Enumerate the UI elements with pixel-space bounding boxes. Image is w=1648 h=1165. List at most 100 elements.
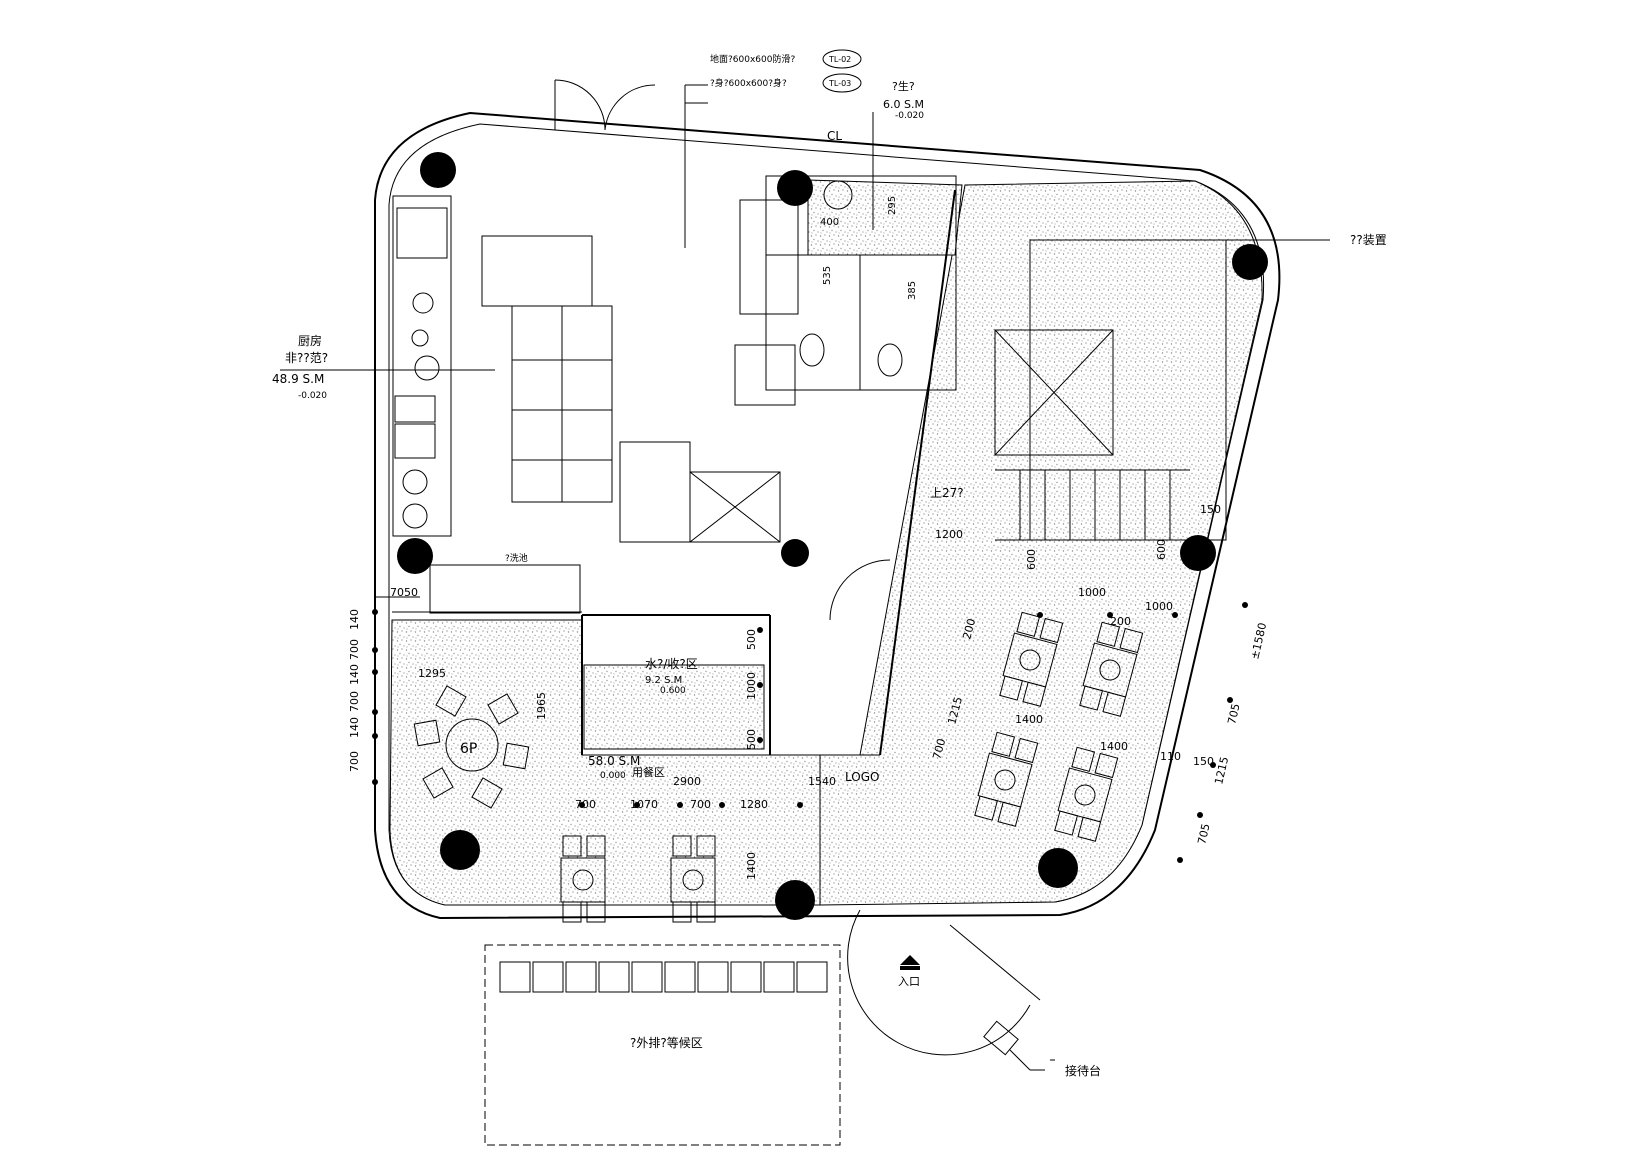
dim-1000: 1000 [745,672,758,700]
reception-label: 接待台 [1065,1063,1101,1078]
dim-1580: ±1580 [1248,621,1269,660]
dim-700: 700 [930,737,948,761]
waiting-seat [532,961,564,993]
dim-700: 700 [348,639,361,660]
dim-1200: 1200 [935,528,963,541]
dim-200: 200 [1110,615,1131,628]
column [781,539,809,567]
dim-500: 500 [745,629,758,650]
waiting-seat [499,961,531,993]
dim-150: 150 [1193,755,1214,768]
dim-1295: 1295 [418,667,446,680]
four-seat-table [1054,746,1119,842]
chair [1071,746,1096,772]
chair [991,731,1016,757]
dimension-markers [372,602,1248,863]
wall-tag-oval [822,73,862,93]
entrance-arrow-icon [900,955,920,965]
chair [974,795,998,821]
dim-700: 700 [690,798,711,811]
waiting-seat [664,961,696,993]
dim-110: 110 [1160,750,1181,763]
dim-400: 400 [820,217,839,228]
dim-1070: 1070 [630,798,658,811]
column [1180,535,1216,571]
table-centre [682,869,704,891]
table-top [1082,642,1138,698]
dim-500: 500 [745,729,758,750]
chair [1096,621,1121,647]
dimension-dot [1242,602,1248,608]
dim-700: 700 [348,691,361,712]
logo-label: LOGO [845,770,879,784]
chair [999,675,1023,701]
dim-705: 705 [1225,702,1242,725]
chair [586,835,606,857]
kitchen-equipment [392,195,799,614]
dim-1000: 1000 [1145,600,1173,613]
dimension-dot [1197,812,1203,818]
chair [1119,627,1144,654]
entry-doors [554,79,1045,1071]
floor-tag: TL-02 [828,55,851,64]
table-centre [994,769,1016,791]
dim-1000: 1000 [1078,586,1106,599]
sink-label: ?洗池 [505,552,528,564]
column [397,538,433,574]
dining-area: 58.0 S.M [588,754,640,768]
stair-label: 上27? [930,486,964,500]
dim-600: 600 [1155,539,1168,560]
kitchen-name: 厨房 [298,333,322,348]
dimension-dot [372,609,378,615]
round-table-label: 6P [460,741,477,757]
waiting-area-label: ?外排?等候区 [630,1036,703,1050]
annotation-notes: 地面?600x600防滑? TL-02 ?身?600x600?身? TL-03 … [710,49,1387,1078]
dim-150: 150 [1200,503,1221,516]
leader-lines [280,84,1330,1061]
four-seat-table [1079,621,1144,717]
dimension-dot [634,802,640,808]
dim-1400: 1400 [1100,740,1128,753]
column [1038,848,1078,888]
dimension-dot [1177,857,1183,863]
dim-140: 140 [348,664,361,685]
table-centre [1099,659,1121,681]
dimension-dot [372,733,378,739]
chair [1079,685,1103,711]
chair [1102,691,1127,717]
toilet-name: ?生? [892,79,915,93]
chair [1094,752,1119,779]
wall-note: ?身?600x600?身? [710,77,787,89]
decor-label: ??装置 [1350,233,1387,247]
dim-385: 385 [907,281,918,300]
column [777,170,813,206]
column [440,830,480,870]
bar-elevation: 0.600 [660,686,686,696]
chair [1054,810,1078,836]
chair [1022,681,1047,707]
table-centre [1074,784,1096,806]
dimension-dot [372,779,378,785]
dim-535: 535 [822,266,833,285]
table-top [1057,767,1113,823]
dim-705: 705 [1195,822,1212,845]
chair [1014,737,1039,764]
room-labels: 厨房 非??范? 48.9 S.M -0.020 ?生? 6.0 S.M -0.… [272,79,964,1050]
dimension-dot [1172,612,1178,618]
floor-tag-oval [822,49,862,69]
dining-name: 用餐区 [632,765,665,779]
dining-elevation: 0.000 [600,771,626,781]
dimension-dot [757,682,763,688]
four-seat-table [974,731,1039,827]
dimension-dot [372,709,378,715]
dim-600: 600 [1025,549,1038,570]
chair [562,835,582,857]
waiting-seat [598,961,630,993]
column [775,880,815,920]
dim-1965: 1965 [535,692,548,720]
stair-core [994,239,1227,541]
dimension-dot [372,669,378,675]
toilet-elevation: -0.020 [895,111,924,121]
table-centre [572,869,594,891]
dim-140: 140 [348,717,361,738]
